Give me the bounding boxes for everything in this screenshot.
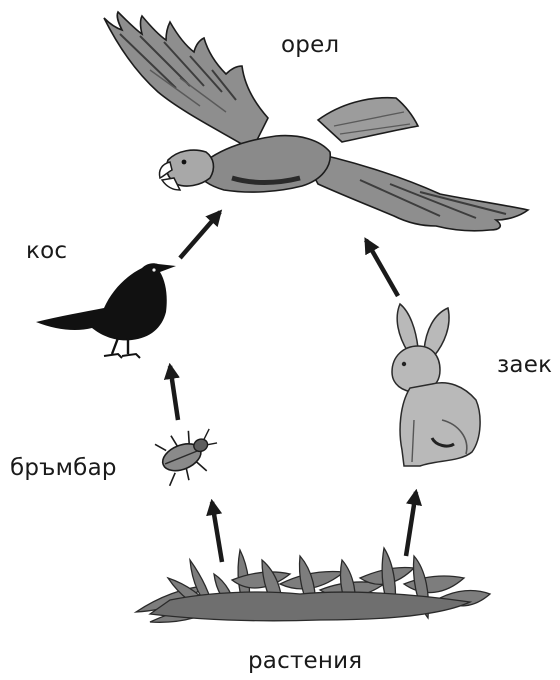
arrows — [170, 212, 416, 562]
arrow-blackbird-to-eagle — [180, 212, 220, 258]
label-plants: растения — [248, 648, 362, 674]
arrow-plants-to-rabbit — [406, 492, 416, 556]
arrow-beetle-to-blackbird — [170, 366, 178, 420]
label-eagle: орел — [281, 32, 339, 58]
beetle-icon — [152, 421, 226, 488]
arrow-plants-to-beetle — [212, 502, 222, 562]
plants-icon — [136, 548, 490, 622]
label-rabbit: заек — [497, 352, 552, 378]
arrow-rabbit-to-eagle — [366, 240, 398, 296]
label-blackbird: кос — [26, 238, 67, 264]
label-beetle: бръмбар — [10, 455, 117, 481]
rabbit-icon — [392, 304, 480, 466]
blackbird-icon — [36, 263, 176, 358]
